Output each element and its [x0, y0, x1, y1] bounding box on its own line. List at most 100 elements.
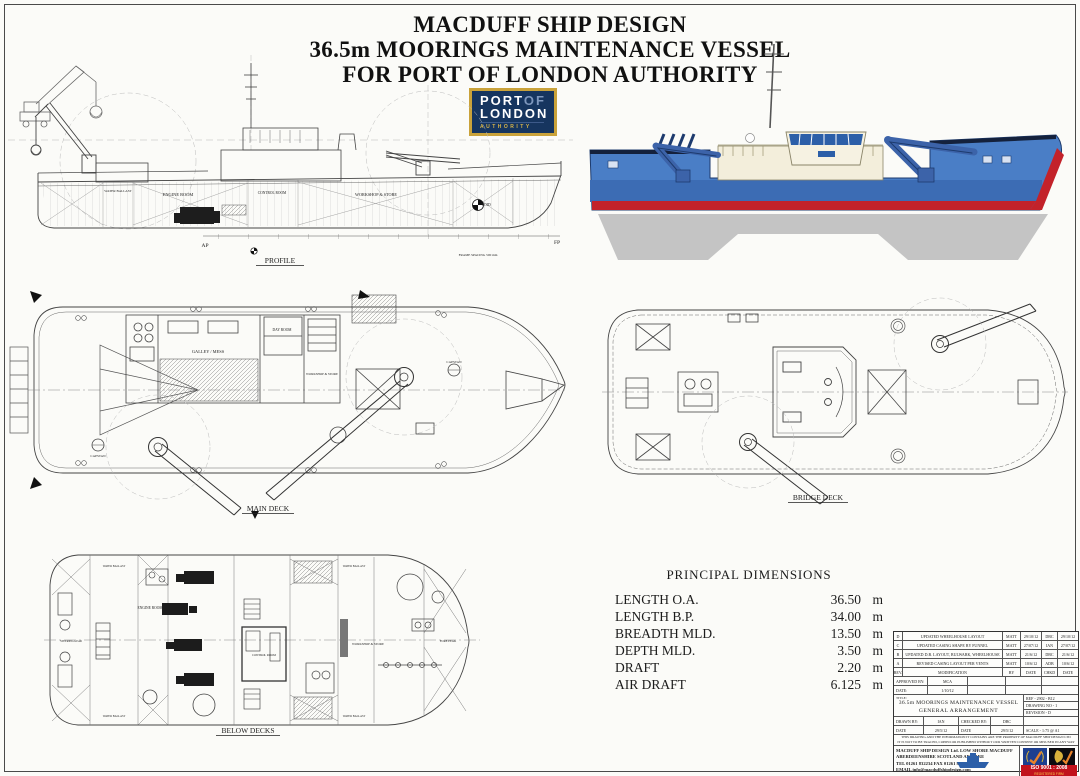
profile-workshop-label: WORKSHOP & STORE	[355, 192, 397, 197]
main-deck-view-label: MAIN DECK	[247, 504, 290, 513]
approved-row: APPROVED BY: MCA	[894, 677, 1078, 686]
profile-fp-label: FP	[554, 240, 560, 246]
title-block: D UPDATED WHEELHOUSE LAYOUT MATT 29/10/1…	[893, 631, 1079, 776]
dimension-row: DEPTH MLD. 3.50 m	[615, 643, 883, 658]
profile-view-label: PROFILE	[265, 256, 296, 265]
principal-dimensions: PRINCIPAL DIMENSIONS LENGTH O.A. 36.50 m…	[615, 567, 883, 693]
dimension-row: LENGTH B.P. 34.00 m	[615, 609, 883, 624]
profile-void-label: VOID	[481, 203, 491, 207]
bridge-deck-view-label: BRIDGE DECK	[793, 493, 844, 502]
iso-9001-label: ISO 9001 : 2008	[1021, 765, 1077, 772]
principal-dimensions-title: PRINCIPAL DIMENSIONS	[666, 567, 832, 582]
revision-row: D UPDATED WHEELHOUSE LAYOUT MATT 29/10/1…	[894, 632, 1078, 641]
disclaimer: THIS DRAWING AND THE INFORMATION IT CONT…	[894, 735, 1078, 746]
main-deck-aft-crane	[105, 394, 242, 516]
main-deck-bow-roller	[91, 363, 565, 452]
profile-engine	[174, 207, 220, 224]
company-line-4: EMAIL info@macduffshipdesign.com	[896, 767, 971, 773]
drawing-title-line1: 36.5m MOORINGS MAINTENANCE VESSEL	[898, 700, 1019, 706]
draft-mark	[472, 199, 484, 211]
bd-ballast-label-4: WATER BALLAST	[343, 715, 366, 718]
workshop-store-label: WORKSHOP & STORE	[306, 372, 338, 376]
profile-superstructure	[95, 63, 357, 183]
below-decks-view: ENGINE ROOM CONTROL ROOM WORKSHOP & STOR…	[44, 554, 480, 736]
profile-linework	[8, 55, 573, 255]
bd-ballast-label-1: WATER BALLAST	[103, 565, 126, 568]
bd-workshop-label: WORKSHOP & STORE	[352, 642, 384, 646]
below-decks-view-label: BELOW DECKS	[222, 726, 275, 735]
main-deck-view: GALLEY / MESS DAY ROOM WORKSHOP & STORE …	[9, 290, 566, 519]
main-deck-bollards	[75, 306, 447, 473]
profile-symbol	[250, 247, 258, 255]
drawn-by-row: DRAWN BY: IAN CHECKED BY: DBC	[894, 717, 1078, 726]
date-scale-row: DATE 29/5/12 DATE 29/5/12 SCALE - 1:75 @…	[894, 726, 1078, 735]
company-line-2: ABERDEENSHIRE SCOTLAND AB44 1RE	[896, 754, 985, 760]
revision-row: B UPDATED D.B. LAYOUT, BULWARK, WHEELHOU…	[894, 650, 1078, 659]
title-label: TITLE:	[896, 696, 907, 700]
bd-control-room-label: CONTROL ROOM	[252, 653, 276, 657]
iso-crest-icon	[1049, 748, 1075, 765]
render-superstructure	[656, 43, 884, 181]
title-line-1: MACDUFF SHIP DESIGN	[413, 12, 687, 37]
title-line-3: FOR PORT OF LONDON AUTHORITY	[342, 62, 758, 87]
profile-ap-label: AP	[201, 243, 208, 249]
dimension-row: LENGTH O.A. 36.50 m	[615, 592, 883, 607]
revision-cell: REVISION - D	[1026, 710, 1051, 716]
drawing-no-cell: DRAWING NO - 1	[1024, 702, 1078, 710]
pla-logo: PORTOF LONDON AUTHORITY	[469, 88, 557, 136]
bridge-deck-aft-crane	[701, 395, 829, 505]
colour-render-view	[589, 43, 1064, 260]
wheelhouse-footprint	[772, 346, 857, 438]
profile-view: WATER BALLAST ENGINE ROOM CONTROL ROOM W…	[8, 55, 573, 266]
main-deck-fore-crane	[265, 318, 463, 501]
bridge-deck-liferafts	[890, 318, 906, 464]
bd-forepeak-label: FORE PEAK	[440, 639, 457, 643]
revision-row: A REVISED CASING LAYOUT PER VENTS MATT 1…	[894, 659, 1078, 668]
profile-control-room-label: CONTROL ROOM	[258, 191, 287, 195]
frame-spacing-note: FRAME SPACING 500 mm	[459, 253, 498, 257]
ref-cell: REF - 2902 - B12	[1024, 695, 1078, 703]
main-deck-hull	[33, 306, 566, 474]
drawing-title: MACDUFF SHIP DESIGN 36.5m MOORINGS MAINT…	[290, 12, 810, 87]
bridge-deck-fore-crane	[893, 297, 1037, 391]
macduff-ship-icon	[957, 753, 989, 768]
main-deck-hatches	[329, 294, 435, 444]
profile-stern-crane	[30, 102, 97, 174]
bd-ballast-label-3: WATER BALLAST	[343, 565, 366, 568]
profile-engine-room-label: ENGINE ROOM	[163, 192, 194, 197]
dimension-row: DRAFT 2.20 m	[615, 660, 883, 675]
profile-folded-crane	[385, 150, 461, 176]
iso-wreath-icon	[1023, 748, 1047, 765]
drawing-title-row: TITLE: 36.5m MOORINGS MAINTENANCE VESSEL…	[894, 695, 1078, 717]
main-deck-deckhouse	[125, 314, 341, 404]
bridge-deck-hull	[607, 309, 1066, 475]
render-fore-crane	[884, 136, 978, 183]
revision-row: C UPDATED CASING SHAPE BY FUNNEL MATT 27…	[894, 641, 1078, 650]
bd-engine-room-label: ENGINE ROOM	[137, 606, 163, 610]
engine-units	[142, 568, 216, 717]
bd-ballast-label-2: WATER BALLAST	[103, 715, 126, 718]
approved-date-row: DATE: 1/10/12	[894, 686, 1078, 695]
bridge-deck-view: BRIDGE DECK	[602, 297, 1068, 505]
dimension-row: BREADTH MLD. 13.50 m	[615, 626, 883, 641]
bd-steering-label: STEERING GEAR	[60, 640, 82, 643]
pla-of: OF	[523, 93, 546, 108]
capstan-aft-label: CAPSTAN	[90, 454, 106, 458]
crane-detail-sketch	[19, 65, 103, 128]
render-aft-crane	[652, 142, 721, 183]
control-room-box	[241, 598, 287, 710]
dimension-row: AIR DRAFT 6.125 m	[615, 677, 883, 692]
pla-port: PORT	[480, 93, 524, 108]
title-line-2: 36.5m MOORINGS MAINTENANCE VESSEL	[309, 37, 791, 62]
profile-water-ballast-label: WATER BALLAST	[104, 189, 132, 193]
pla-london: LONDON	[480, 106, 549, 121]
drawing-title-line2: GENERAL ARRANGEMENT	[918, 708, 999, 714]
day-room-label: DAY ROOM	[272, 328, 292, 332]
galley-label: GALLEY / MESS	[192, 349, 225, 354]
revision-header-row: REV. MODIFICATION BY DATE CHKD DATE	[894, 668, 1078, 677]
company-line-3: TEL 01261 832234 FAX 01261 832235	[896, 760, 971, 766]
below-decks-hull	[49, 554, 470, 726]
capstan-fwd-label: CAPSTAN	[446, 360, 462, 364]
bridge-deck-casings	[625, 313, 1039, 461]
